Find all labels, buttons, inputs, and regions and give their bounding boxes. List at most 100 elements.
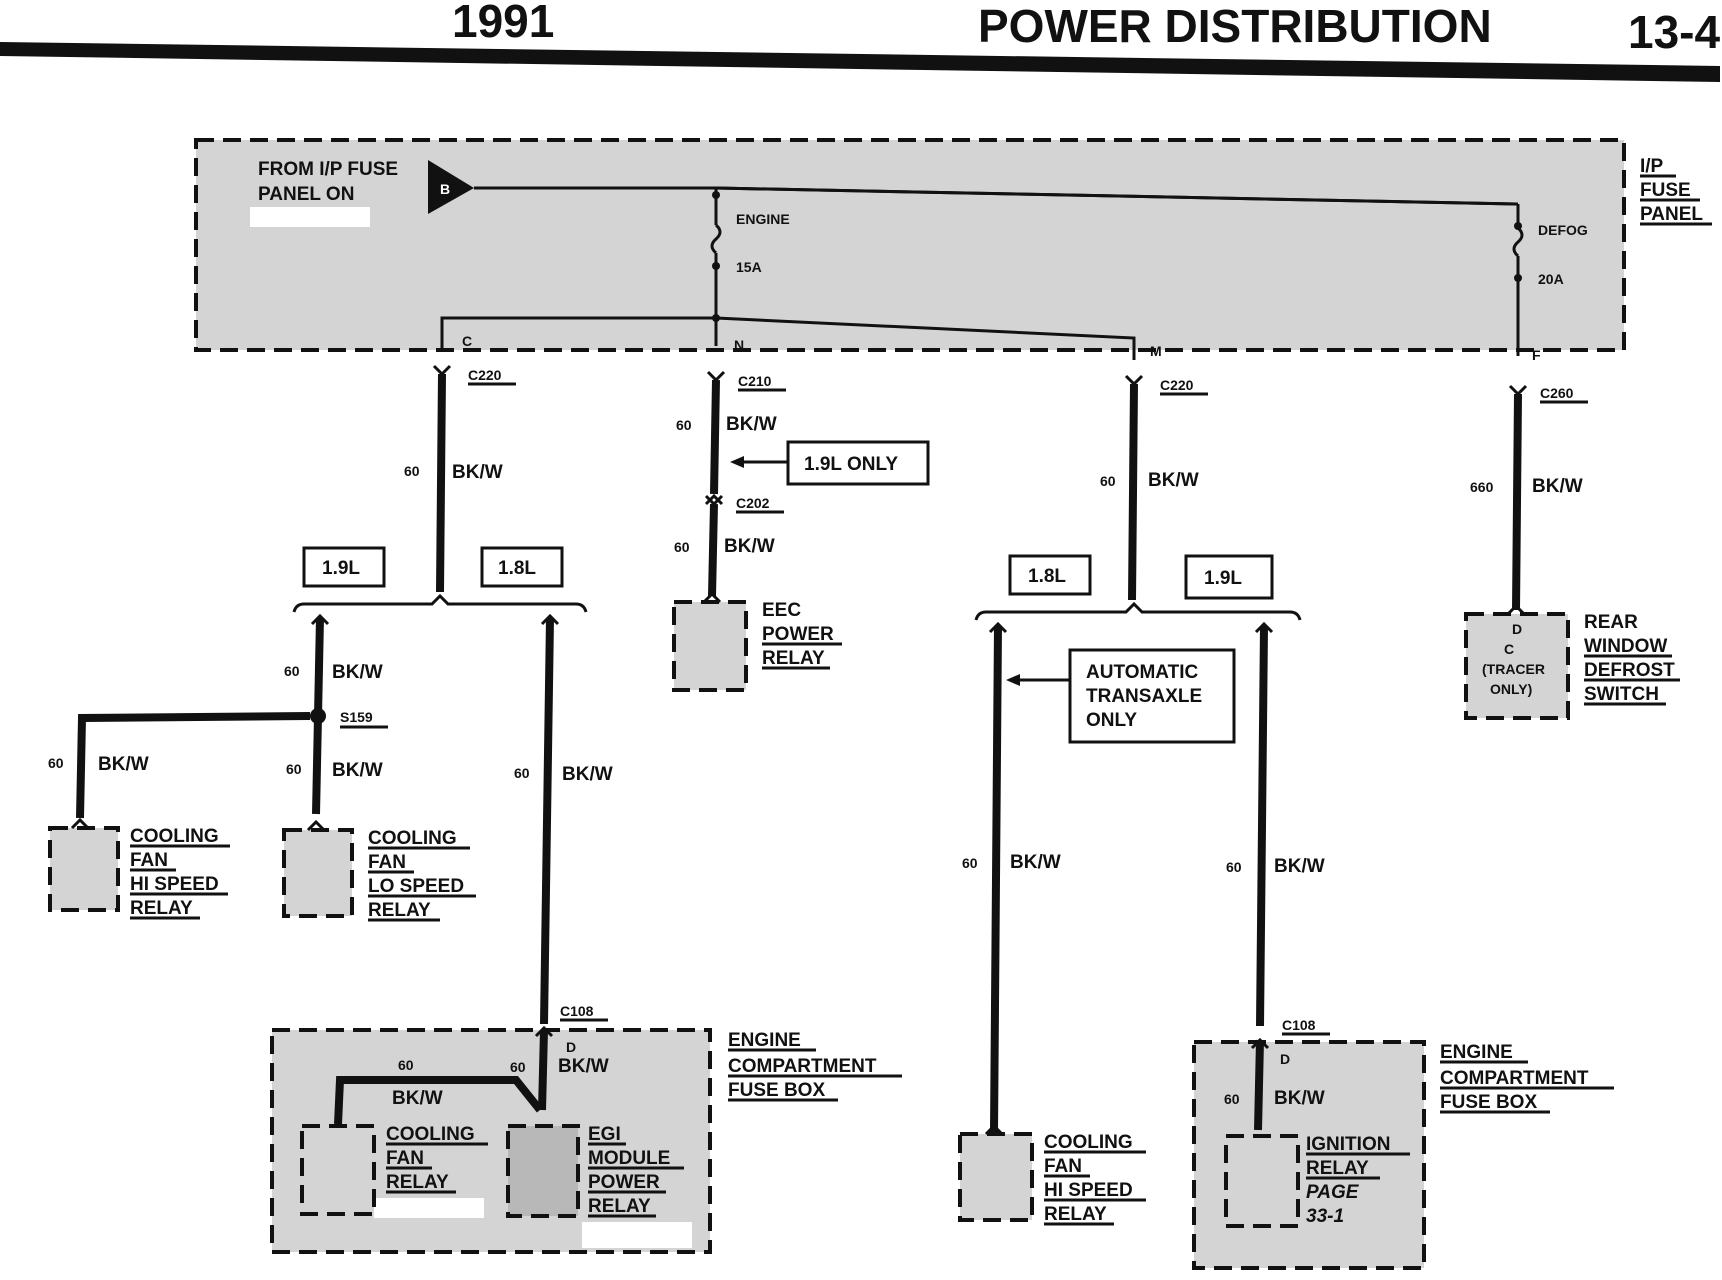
option-bracket (292, 593, 588, 613)
cooling-lo-shading (284, 830, 352, 916)
note-19l-only: 1.9L ONLY (804, 454, 898, 475)
connector-icon (534, 1025, 554, 1038)
gauge-label: 60 (962, 855, 978, 871)
component-label-line: MODULE (588, 1148, 670, 1169)
eec-relay-outline (672, 600, 748, 692)
connector-icon (1254, 621, 1274, 634)
fuse1-name: ENGINE (736, 211, 790, 227)
component-label-line: COOLING (1044, 1132, 1133, 1153)
connector-c108-left: C108 (560, 1003, 594, 1019)
fuse-box-left-eraser-2 (582, 1222, 692, 1248)
wire-19l-branch (314, 617, 324, 717)
wire-c202 (708, 503, 718, 597)
cooling-hi-right-outline (958, 1132, 1034, 1222)
wire-19l-right-branch (1256, 625, 1268, 1027)
engine-compartment-fuse-box-left: C108 D 60 60 BK/W BK/W COOLING FAN RELAY… (270, 1003, 902, 1254)
note-automatic-line1: AUTOMATIC (1086, 662, 1199, 683)
color-label: BK/W (332, 662, 383, 683)
bus-segment (715, 186, 1517, 206)
pin-m: M (1150, 343, 1162, 359)
connector-c210: C210 (738, 373, 772, 389)
component-label-line: PAGE (1306, 1182, 1360, 1203)
component-label-line: COMPARTMENT (728, 1056, 877, 1077)
component-label-line: POWER (762, 624, 834, 645)
fuse-box-left-eraser-1 (374, 1198, 484, 1218)
pin-n: N (734, 337, 744, 353)
engine-option-right-b: 1.9L (1204, 568, 1242, 589)
connector-c260: C260 (1540, 385, 1574, 401)
connector-c220-left: C220 (468, 367, 502, 383)
cooling-fan-relay-outline (300, 1124, 376, 1216)
note-box (1068, 648, 1236, 744)
splice-label: S159 (340, 709, 373, 725)
source-label-line1: FROM I/P FUSE (258, 159, 398, 180)
ip-fuse-panel: FROM I/P FUSE PANEL ON B I/P FUSE PANEL … (194, 138, 1712, 363)
gauge-label: 60 (398, 1057, 414, 1073)
component-label-line: HI SPEED (1044, 1180, 1133, 1201)
component-label-line: FAN (1044, 1156, 1082, 1177)
wire-c108-right (1254, 1039, 1264, 1131)
component-label-line: ENGINE (1440, 1042, 1513, 1063)
fuse2-name: DEFOG (1538, 222, 1588, 238)
fuse-panel-shading (196, 140, 1624, 350)
pin-d-left: D (566, 1039, 576, 1055)
gauge-label: 60 (1224, 1091, 1240, 1107)
defog-fuse-dot-top (1514, 222, 1522, 230)
cooling-fan-hi-speed-relay-right: COOLING FAN HI SPEED RELAY (958, 1123, 1146, 1226)
color-label: BK/W (1274, 856, 1325, 877)
source-connector-pin: B (440, 181, 450, 197)
circuit-c220-right: C220 60 BK/W 1.8L 1.9L 60 BK/W AUTOMATIC… (962, 374, 1325, 1133)
color-label: BK/W (452, 462, 503, 483)
fuse-panel-outline (194, 138, 1626, 352)
circuit-c260: C260 660 BK/W D C (TRACER ONLY) REAR WIN… (1464, 384, 1680, 720)
component-label-line: COMPARTMENT (1440, 1068, 1589, 1089)
component-label-line: FUSE BOX (1440, 1092, 1537, 1113)
wire-c220-right (1128, 383, 1138, 601)
wire-18l-branch (540, 617, 554, 1025)
connector-c202: C202 (736, 495, 770, 511)
color-label: BK/W (1532, 476, 1583, 497)
defrost-tracer-line2: ONLY) (1490, 681, 1532, 697)
fuse-defog-20a: DEFOG 20A (1512, 222, 1588, 356)
color-label: BK/W (558, 1056, 609, 1077)
color-label: BK/W (332, 760, 383, 781)
color-label: BK/W (562, 764, 613, 785)
header-rule (0, 42, 1720, 82)
component-label-line: EGI (588, 1124, 621, 1145)
fuse-icon (1512, 226, 1524, 258)
color-label: BK/W (726, 414, 777, 435)
arrow-left-icon (730, 456, 744, 468)
header-year: 1991 (452, 0, 554, 47)
panel-label-line3: PANEL (1640, 204, 1703, 225)
connector-icon (704, 493, 724, 507)
egi-module-outline (506, 1124, 580, 1218)
component-label-line: IGNITION (1306, 1134, 1390, 1155)
color-label: BK/W (392, 1088, 443, 1109)
ignition-relay-outline (1224, 1134, 1300, 1228)
cooling-hi-right-shading (960, 1134, 1032, 1220)
color-label: BK/W (1148, 470, 1199, 491)
engine-option-box (1008, 554, 1092, 596)
component-label-line: FAN (386, 1148, 424, 1169)
circuit-c220-left: C220 60 BK/W 1.9L 1.8L 60 BK/W S159 60 B… (48, 364, 613, 1025)
engine-option-left-a: 1.9L (322, 558, 360, 579)
defrost-pin-c: C (1504, 641, 1514, 657)
component-label-line: WINDOW (1584, 636, 1667, 657)
source-label-line2: PANEL ON (258, 184, 354, 205)
engine-option-box (480, 546, 564, 588)
connector-icon (984, 1123, 1004, 1136)
fuse-box-right-outline (1192, 1040, 1426, 1270)
connector-icon (706, 370, 726, 383)
color-label: BK/W (1274, 1088, 1325, 1109)
connector-icon (1124, 374, 1144, 387)
connector-icon (306, 819, 326, 832)
ignition-relay-shading (1226, 1136, 1298, 1226)
pin-d-right: D (1280, 1051, 1290, 1067)
component-label-line: RELAY (588, 1196, 651, 1217)
option-bracket (974, 601, 1302, 621)
circuit-c210: C210 60 BK/W 1.9L ONLY C202 60 BK/W EEC … (672, 370, 930, 692)
component-label-line: HI SPEED (130, 874, 219, 895)
color-label: BK/W (724, 536, 775, 557)
defrost-pin-d: D (1512, 621, 1522, 637)
connector-icon (1508, 384, 1528, 397)
